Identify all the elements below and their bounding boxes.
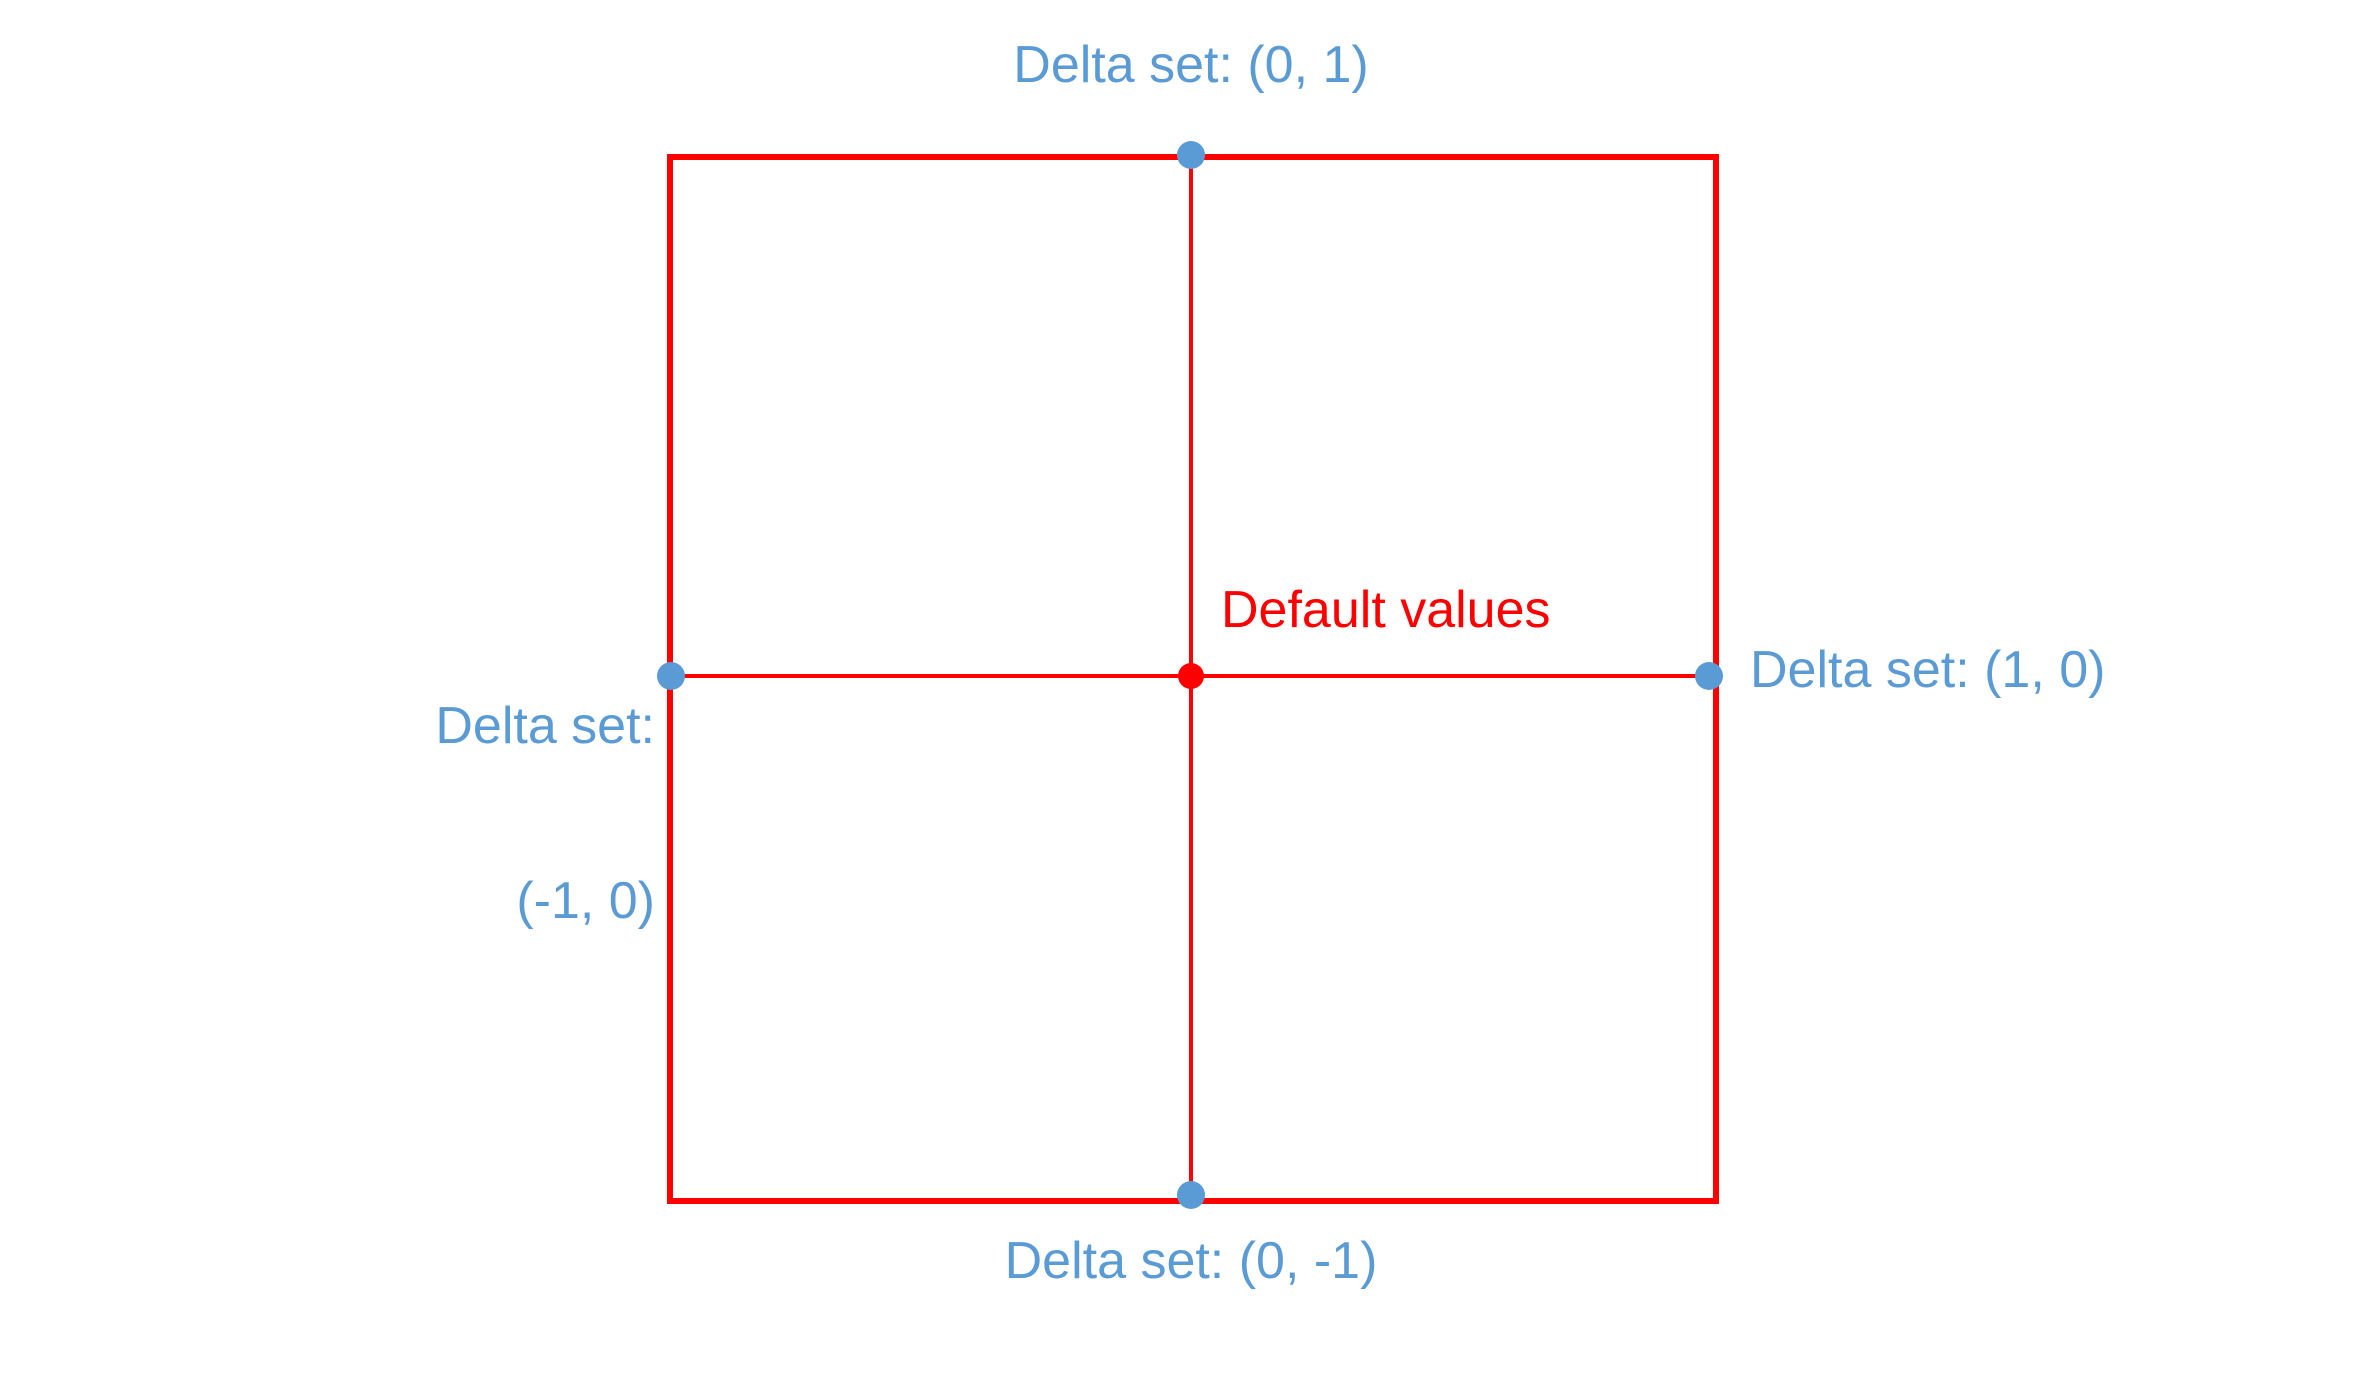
label-delta-set-right: Delta set: (1, 0): [1750, 641, 2106, 699]
label-delta-set-left: Delta set: (-1, 0): [435, 581, 655, 1047]
label-delta-set-left-line2: (-1, 0): [516, 872, 655, 931]
node-delta-0-1[interactable]: [1177, 141, 1205, 169]
node-delta-0-minus1[interactable]: [1177, 1181, 1205, 1209]
node-delta-minus1-0[interactable]: [657, 662, 685, 690]
label-delta-set-left-line1: Delta set:: [435, 697, 655, 756]
label-delta-set-bottom: Delta set: (0, -1): [1004, 1232, 1378, 1290]
label-delta-set-top: Delta set: (0, 1): [1013, 36, 1369, 94]
label-default-values: Default values: [1221, 581, 1551, 639]
node-delta-1-0[interactable]: [1695, 662, 1723, 690]
node-default-values[interactable]: [1178, 663, 1204, 689]
